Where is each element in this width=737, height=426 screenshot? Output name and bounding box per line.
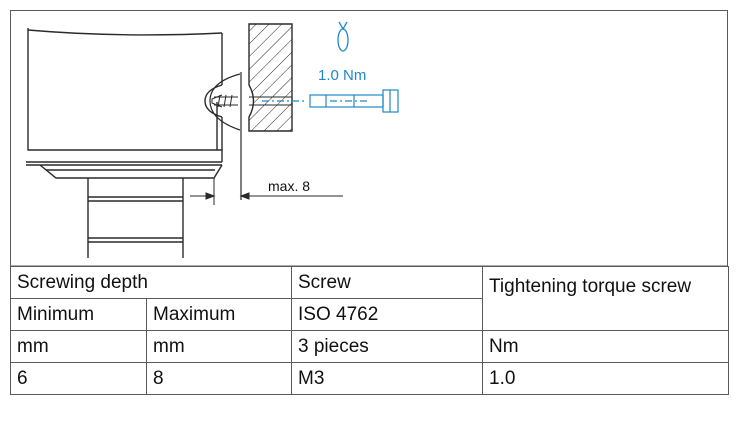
table-row: 6 8 M3 1.0 [10,362,729,395]
unit-maximum: mm [146,330,292,363]
value-torque: 1.0 [482,362,729,395]
torque-label: 1.0 Nm [318,67,366,84]
figure-frame [10,10,728,266]
threaded-hole [211,94,238,108]
table-row: Minimum Maximum ISO 4762 [10,298,729,331]
mounting-bracket [240,23,293,200]
header-maximum: Maximum [146,298,292,331]
dimension-line [190,178,343,205]
table-row: Screwing depth Screw Tightening torque s… [10,266,729,331]
sensor-housing [26,28,223,258]
unit-torque: Nm [482,330,729,363]
dimension-label: max. 8 [268,178,310,194]
header-screw: Screw [291,266,483,299]
specification-table: Screwing depth Screw Tightening torque s… [10,266,729,395]
screw-size: M3 [291,362,483,395]
mounting-drawing: 1.0 Nm max. 8 [10,10,728,266]
screw-standard: ISO 4762 [291,298,483,331]
table-row: mm mm 3 pieces Nm [10,330,729,363]
value-maximum: 8 [146,362,292,395]
header-screwing-depth: Screwing depth [10,266,292,299]
rotation-icon [337,21,349,52]
screw-drawing [262,89,399,113]
unit-minimum: mm [10,330,147,363]
header-tightening-torque: Tightening torque screw [482,266,729,331]
value-minimum: 6 [10,362,147,395]
screw-count: 3 pieces [291,330,483,363]
header-minimum: Minimum [10,298,147,331]
